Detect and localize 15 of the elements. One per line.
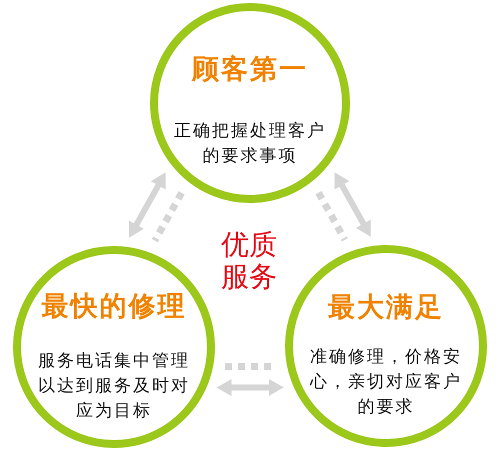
description: 正确把握处理客户的要求事项 xyxy=(173,120,327,168)
double-arrow xyxy=(216,378,284,396)
double-arrow xyxy=(332,170,374,238)
center-label: 优质服务 xyxy=(220,229,278,293)
heading: 最大满足 xyxy=(327,292,445,324)
heading: 顾客第一 xyxy=(190,54,309,86)
double-arrow xyxy=(126,170,168,240)
ring-circle xyxy=(285,245,487,447)
ring-circle xyxy=(150,3,350,203)
dashed-line xyxy=(152,191,185,242)
heading: 最快的修理 xyxy=(40,291,188,323)
ring-circle xyxy=(13,246,215,448)
description: 准确修理，价格安心，亲切对应客户的要求 xyxy=(308,346,463,419)
description: 服务电话集中管理以达到服务及时对应为目标 xyxy=(37,350,191,423)
dashed-line xyxy=(315,190,348,242)
